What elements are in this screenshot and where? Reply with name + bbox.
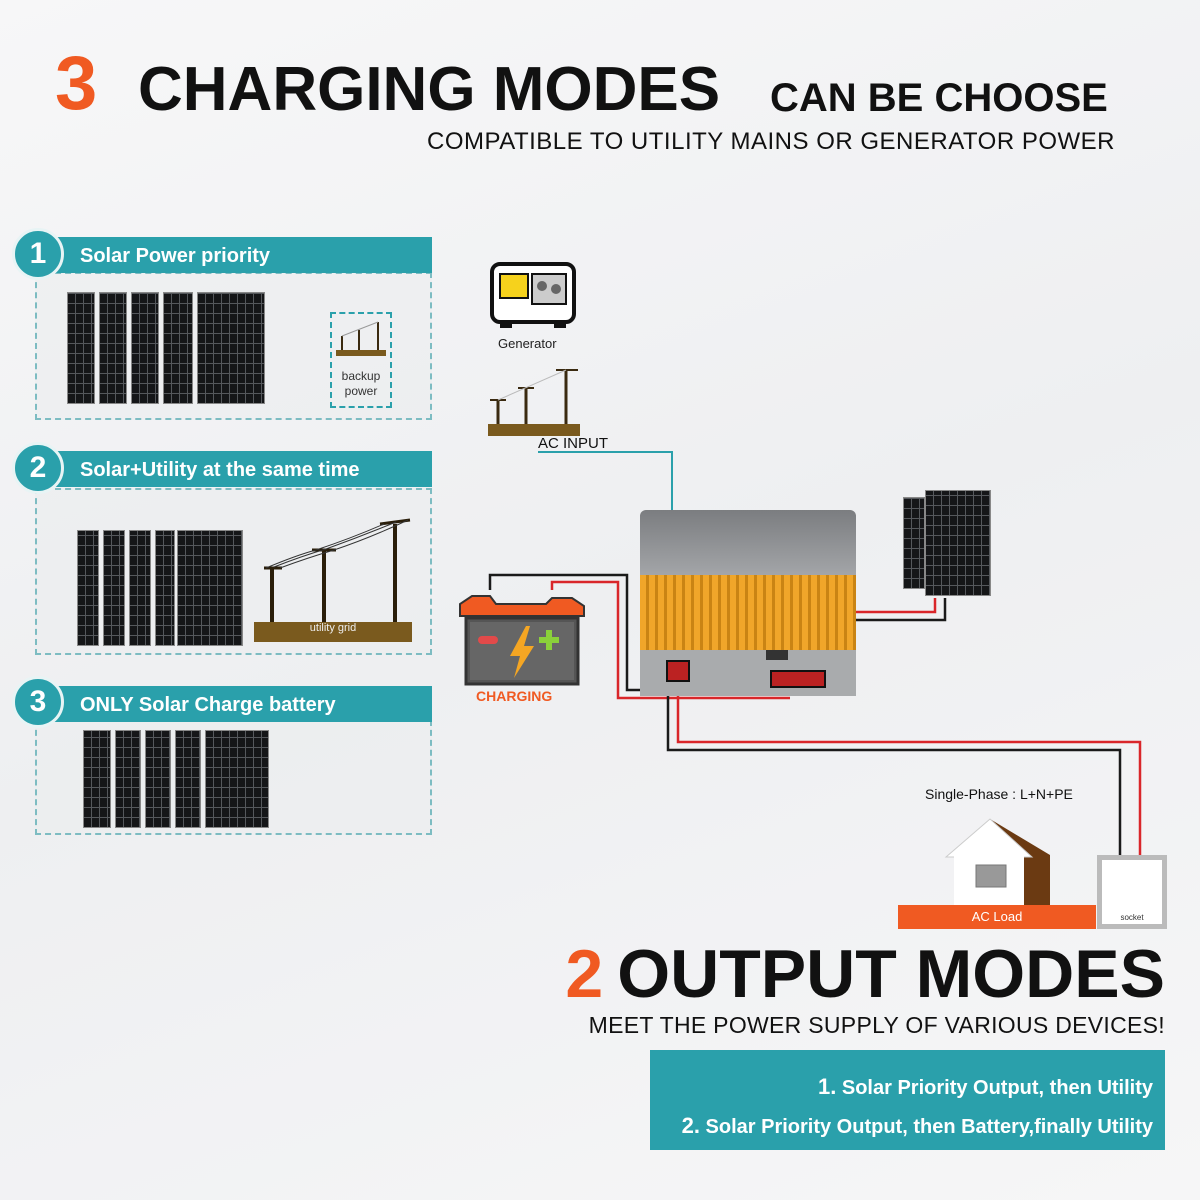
socket-label: socket xyxy=(1120,913,1144,922)
output-subtitle: MEET THE POWER SUPPLY OF VARIOUS DEVICES… xyxy=(588,1012,1165,1038)
header-subtitle: COMPATIBLE TO UTILITY MAINS OR GENERATOR… xyxy=(427,128,1115,155)
output-mode-2: 2. Solar Priority Output, then Battery,f… xyxy=(681,1113,1153,1138)
pv-terminal xyxy=(766,650,788,660)
generator-icon xyxy=(490,262,576,328)
mode-3-box xyxy=(35,720,432,835)
solar-panel xyxy=(205,730,269,828)
header-title: CHARGING MODES xyxy=(138,55,721,124)
solar-panel xyxy=(925,490,991,596)
ac-terminal xyxy=(666,660,690,682)
ac-input-label: AC INPUT xyxy=(538,435,609,452)
solar-panel xyxy=(129,530,151,646)
utility-grid-icon xyxy=(254,518,412,642)
solar-panel xyxy=(115,730,141,828)
output-live-wire xyxy=(676,690,1142,895)
mode-2-box: utility grid xyxy=(35,488,432,655)
solar-panel xyxy=(103,530,125,646)
mode-1-header: Solar Power priority xyxy=(40,237,432,273)
mode-2-number: 2 xyxy=(12,442,64,494)
battery-icon xyxy=(459,595,585,686)
charging-label: CHARGING xyxy=(476,688,553,704)
output-neutral-wire xyxy=(666,690,1122,895)
house-icon xyxy=(944,818,1050,907)
output-title-text: OUTPUT MODES xyxy=(617,936,1165,1012)
phase-label: Single-Phase : L+N+PE xyxy=(925,786,1073,802)
generator-label: Generator xyxy=(498,336,557,351)
solar-panel xyxy=(903,497,925,589)
mode-1-number: 1 xyxy=(12,228,64,280)
solar-panel xyxy=(177,530,243,646)
inverter-front xyxy=(640,575,856,650)
header-title-suffix: CAN BE CHOOSE xyxy=(770,76,1108,120)
solar-panel xyxy=(83,730,111,828)
mode-3-number: 3 xyxy=(12,676,64,728)
backup-power-box: backup power xyxy=(330,312,392,408)
solar-panel xyxy=(197,292,265,404)
battery-terminal xyxy=(770,670,826,688)
solar-panel xyxy=(155,530,175,646)
header-number: 3 xyxy=(55,41,98,126)
solar-panel xyxy=(131,292,159,404)
inverter xyxy=(640,510,856,696)
solar-panel xyxy=(145,730,171,828)
socket: socket xyxy=(1097,855,1167,929)
solar-panel xyxy=(99,292,127,404)
utility-pole-icon xyxy=(336,321,386,356)
mode-1-box: backup power xyxy=(35,272,432,420)
solar-panel xyxy=(67,292,95,404)
mode-2-header: Solar+Utility at the same time xyxy=(40,451,432,487)
mode-3-header: ONLY Solar Charge battery xyxy=(40,686,432,722)
ac-load-bar: AC Load xyxy=(898,905,1096,929)
solar-panel xyxy=(175,730,201,828)
output-number: 2 xyxy=(565,936,604,1012)
solar-panel xyxy=(77,530,99,646)
backup-power-label: backup power xyxy=(341,369,381,398)
utility-pole-icon xyxy=(488,369,580,436)
output-mode-1: 1. Solar Priority Output, then Utility xyxy=(817,1074,1153,1099)
utility-grid-label: utility grid xyxy=(309,622,357,634)
output-modes-box: 1. Solar Priority Output, then Utility 2… xyxy=(650,1050,1165,1150)
battery-positive-wire xyxy=(550,580,790,700)
solar-panel xyxy=(163,292,193,404)
inverter-top xyxy=(640,510,856,575)
